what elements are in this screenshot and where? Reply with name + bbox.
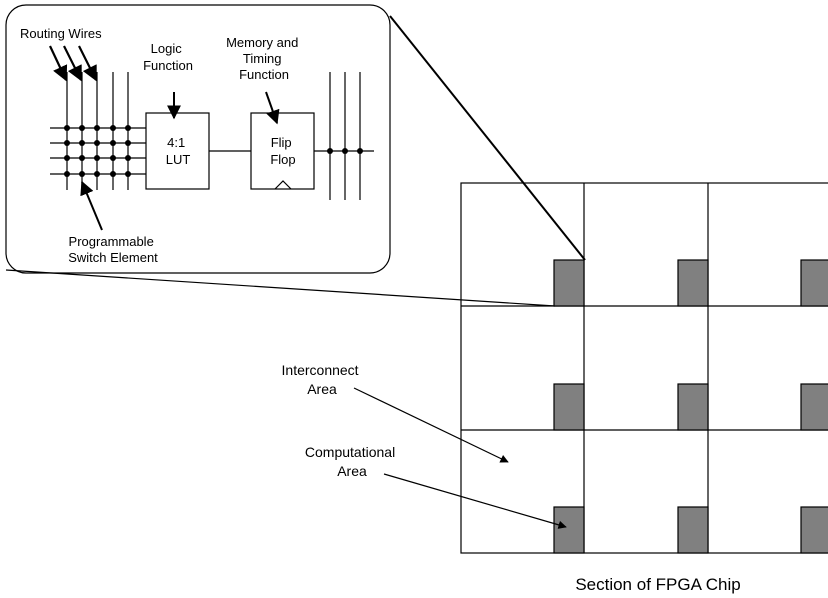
logic-block <box>553 259 585 307</box>
logic-block <box>800 383 828 431</box>
memory-timing-label: Memory and Timing Function <box>226 35 302 82</box>
logic-block <box>677 259 709 307</box>
lut-block <box>145 112 210 190</box>
clock-triangle-icon <box>274 180 292 190</box>
logic-block <box>677 506 709 554</box>
zoom-line-top <box>389 15 586 261</box>
logic-block <box>677 383 709 431</box>
logic-function-label: Logic Function <box>143 41 193 73</box>
computational-area-label: Computational Area <box>305 444 399 479</box>
logic-block <box>553 383 585 431</box>
routing-wires-arrows <box>49 45 97 82</box>
grid-lines <box>460 182 828 554</box>
memory-function-arrow <box>265 91 280 125</box>
routing-wires-right <box>329 72 361 200</box>
flip-flop-label: Flip Flop <box>270 135 295 167</box>
switch-element-dots <box>64 125 131 177</box>
switch-element-arrow <box>80 180 103 231</box>
interconnect-area-label: Interconnect Area <box>282 362 363 397</box>
switch-element-label: Programmable Switch Element <box>68 234 158 265</box>
lut-label: 4:1 LUT <box>166 135 191 167</box>
chip-caption: Section of FPGA Chip <box>575 575 740 594</box>
logic-block <box>800 506 828 554</box>
computational-blocks <box>553 259 828 554</box>
routing-wires-label: Routing Wires <box>20 26 102 41</box>
zoom-line-bottom <box>5 269 556 307</box>
flip-flop-block <box>250 112 315 190</box>
logic-block <box>553 506 585 554</box>
right-switch-dots <box>327 148 363 154</box>
computational-arrow <box>383 473 567 529</box>
fpga-chip-grid: Interconnect Area Computational Area Sec… <box>282 182 828 594</box>
logic-block <box>800 259 828 307</box>
interconnect-arrow <box>353 387 509 463</box>
callout-zoom: Routing Wires Logic Function Memory and … <box>5 4 586 307</box>
